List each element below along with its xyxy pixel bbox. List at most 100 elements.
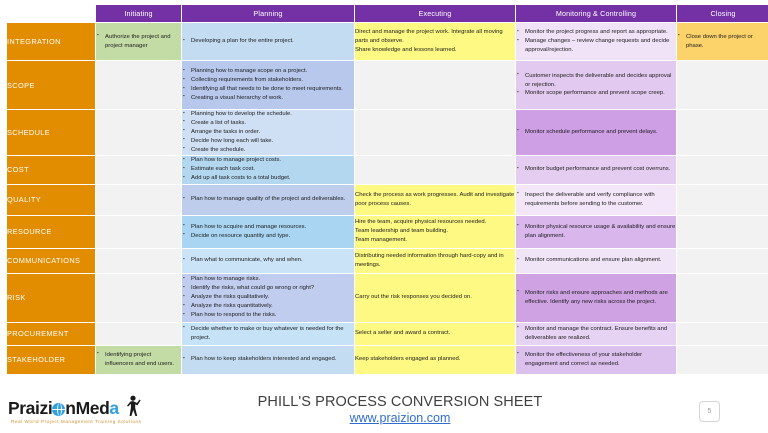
table-row: PROCUREMENTDecide whether to make or buy… — [7, 322, 768, 345]
cell-closing — [677, 155, 768, 184]
cell-initiating: Authorize the project and project manage… — [96, 23, 181, 60]
matrix-header-row: Initiating Planning Executing Monitoring… — [7, 5, 768, 22]
table-row: STAKEHOLDERIdentifying project influence… — [7, 345, 768, 374]
cell-initiating — [96, 184, 181, 215]
executing-line: Hire the team, acquire physical resource… — [355, 219, 487, 226]
cell-planning: Planning how to develop the schedule.Cre… — [182, 110, 354, 155]
cell-executing — [355, 155, 515, 184]
cell-closing — [677, 322, 768, 345]
executing-line: Distributing needed information through … — [355, 252, 504, 268]
cell-planning: Plan how to manage quality of the projec… — [182, 184, 354, 215]
cell-initiating — [96, 61, 181, 109]
executing-line: Select a seller and award a contract. — [355, 330, 451, 337]
bullet-item: Plan how to keep stakeholders interested… — [183, 355, 354, 364]
bullet-item: Monitor the effectiveness of your stakeh… — [517, 350, 676, 369]
table-row: SCHEDULEPlanning how to develop the sche… — [7, 110, 768, 155]
cell-monitoring: Customer inspects the deliverable and de… — [516, 61, 676, 109]
table-row: RESOURCEPlan how to acquire and manage r… — [7, 215, 768, 248]
bullet-item: Manage changes – review change requests … — [517, 37, 676, 55]
cell-closing — [677, 110, 768, 155]
cell-executing: Carry out the risk responses you decided… — [355, 273, 515, 322]
executing-line: Team leadership and team building. — [355, 228, 448, 235]
cell-initiating — [96, 110, 181, 155]
logo-text-praizi: Praizi — [8, 398, 53, 418]
bullet-item: Arrange the tasks in order. — [183, 127, 354, 137]
executing-line: Direct and manage the project work. Inte… — [355, 29, 503, 45]
bullet-item: Customer inspects the deliverable and de… — [517, 71, 676, 90]
executing-line: Team management. — [355, 237, 408, 244]
cell-initiating — [96, 273, 181, 322]
bullet-item: Identifying all that needs to be done to… — [183, 85, 354, 94]
cell-initiating — [96, 215, 181, 248]
cell-planning: Planning how to manage scope on a projec… — [182, 61, 354, 109]
title-block: PHILL'S PROCESS CONVERSION SHEET www.pra… — [200, 394, 600, 425]
cell-initiating: Identifying project influencers and end … — [96, 345, 181, 374]
cell-closing — [677, 215, 768, 248]
cell-executing — [355, 110, 515, 155]
bullet-item: Plan how to manage project costs. — [183, 156, 354, 165]
bullet-item: Decide on resource quantity and type. — [183, 231, 354, 241]
cell-monitoring: Monitor schedule performance and prevent… — [516, 110, 676, 155]
bullet-item: Decide whether to make or buy whatever i… — [183, 324, 354, 343]
cell-closing — [677, 345, 768, 374]
bullet-item: Plan how to respond to the risks. — [183, 311, 354, 320]
knowledge-area-cell: COST — [7, 155, 95, 184]
bullet-item: Add up all task costs to a total budget. — [183, 174, 354, 183]
bullet-item: Plan how to manage risks. — [183, 275, 354, 284]
cell-monitoring: Inspect the deliverable and verify compl… — [516, 184, 676, 215]
bullet-item: Inspect the deliverable and verify compl… — [517, 190, 676, 209]
process-conversion-matrix: Initiating Planning Executing Monitoring… — [6, 4, 768, 375]
person-icon — [127, 395, 141, 416]
cell-closing: Close down the project or phase. — [677, 23, 768, 60]
bullet-item: Planning how to develop the schedule. — [183, 110, 354, 119]
website-link[interactable]: www.praizion.com — [349, 411, 451, 425]
bullet-item: Monitor schedule performance and prevent… — [517, 127, 676, 137]
cell-monitoring: Monitor risks and ensure approaches and … — [516, 273, 676, 322]
cell-closing — [677, 61, 768, 109]
bullet-item: Monitor budget performance and prevent c… — [517, 165, 676, 174]
cell-executing: Keep stakeholders engaged as planned. — [355, 345, 515, 374]
executing-line: Carry out the risk responses you decided… — [355, 294, 472, 301]
table-row: COST Plan how to manage project costs.Est… — [7, 155, 768, 184]
bullet-item: Estimate each task cost. — [183, 165, 354, 174]
bullet-item: Identifying project influencers and end … — [97, 350, 181, 369]
cell-planning: Plan what to communicate, why and when. — [182, 248, 354, 273]
logo-text-a: a — [109, 398, 119, 418]
cell-executing: Direct and manage the project work. Inte… — [355, 23, 515, 60]
cell-executing — [355, 61, 515, 109]
bullet-item: Plan what to communicate, why and when. — [183, 256, 354, 265]
cell-planning: Decide whether to make or buy whatever i… — [182, 322, 354, 345]
knowledge-area-cell: INTEGRATION — [7, 23, 95, 60]
bullet-item: Creating a visual hierarchy of work. — [183, 93, 354, 103]
cell-planning: Plan how to keep stakeholders interested… — [182, 345, 354, 374]
cell-planning: Developing a plan for the entire project… — [182, 23, 354, 60]
cell-closing — [677, 184, 768, 215]
cell-monitoring: Monitor and manage the contract. Ensure … — [516, 322, 676, 345]
cell-closing — [677, 273, 768, 322]
page-number-badge: 5 — [699, 401, 720, 422]
bullet-item: Monitor scope performance and prevent sc… — [517, 89, 676, 98]
cell-planning: Plan how to manage project costs.Estimat… — [182, 155, 354, 184]
logo-text-n: n — [65, 398, 76, 418]
matrix-body: INTEGRATIONAuthorize the project and pro… — [7, 23, 768, 374]
table-row: RISKPlan how to manage risks.Identify th… — [7, 273, 768, 322]
cell-executing: Distributing needed information through … — [355, 248, 515, 273]
cell-monitoring: Monitor physical resource usage & availa… — [516, 215, 676, 248]
executing-line: Keep stakeholders engaged as planned. — [355, 356, 461, 363]
table-row: SCOPEPlanning how to manage scope on a p… — [7, 61, 768, 109]
knowledge-area-cell: QUALITY — [7, 184, 95, 215]
column-header-initiating: Initiating — [96, 5, 181, 22]
cell-executing: Hire the team, acquire physical resource… — [355, 215, 515, 248]
corner-cell — [7, 5, 95, 22]
bullet-item: Developing a plan for the entire project… — [183, 37, 354, 46]
cell-initiating — [96, 155, 181, 184]
bullet-item: Monitor physical resource usage & availa… — [517, 222, 676, 241]
cell-monitoring: Monitor budget performance and prevent c… — [516, 155, 676, 184]
column-header-monitoring-controlling: Monitoring & Controlling — [516, 5, 676, 22]
cell-planning: Plan how to manage risks.Identify the ri… — [182, 273, 354, 322]
cell-initiating — [96, 248, 181, 273]
